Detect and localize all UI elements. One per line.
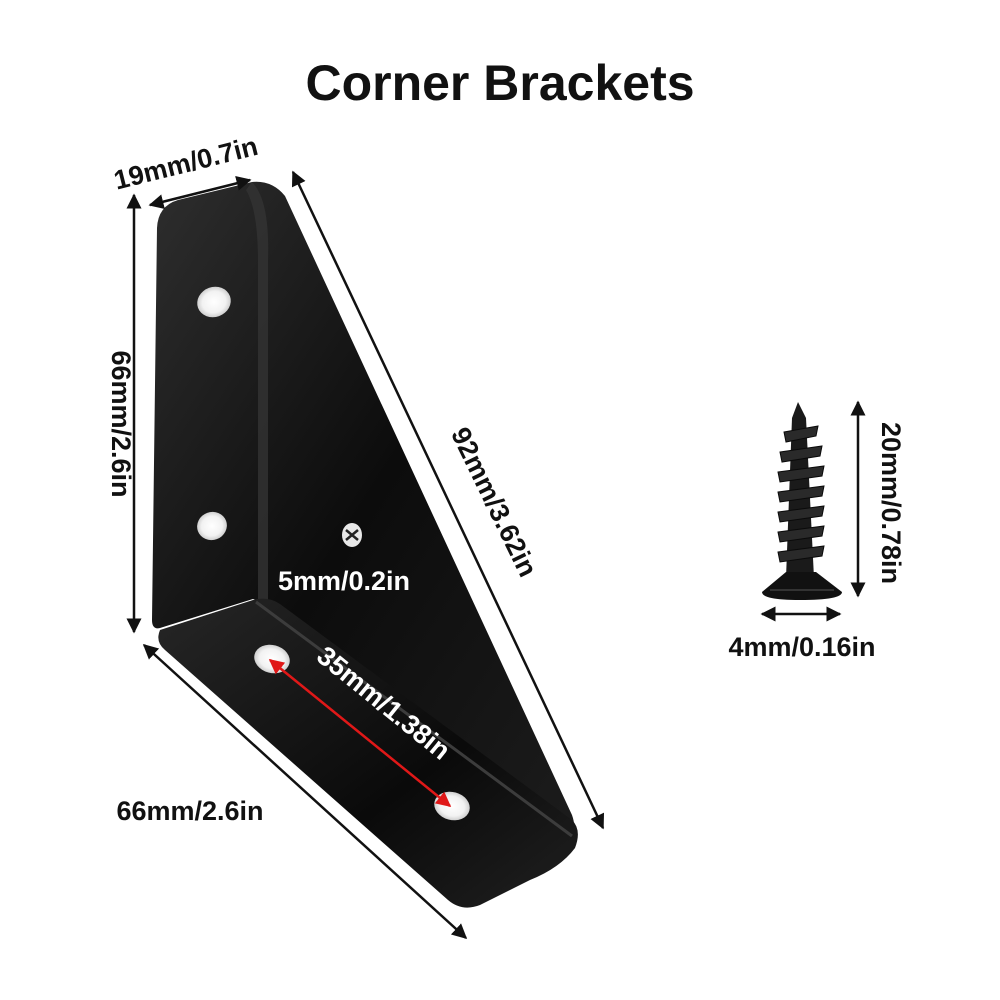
bracket-fold [246,182,269,602]
thickness-label: 5mm/0.2in [278,566,410,596]
page-title: Corner Brackets [305,55,694,111]
top-width-dimension-line [148,175,252,210]
screw-length-label: 20mm/0.78in [876,422,906,584]
screw-head-label: 4mm/0.16in [728,632,875,662]
base-length-dimension-line [142,643,468,940]
mounting-hole [197,511,227,541]
height-label: 66mm/2.6in [106,350,136,497]
diagonal-dimension-line [291,170,605,830]
diagonal-label: 92mm/3.62in [445,423,543,582]
mounting-hole [197,286,231,318]
base-length-label: 66mm/2.6in [116,796,263,826]
screw-icon [762,402,842,600]
